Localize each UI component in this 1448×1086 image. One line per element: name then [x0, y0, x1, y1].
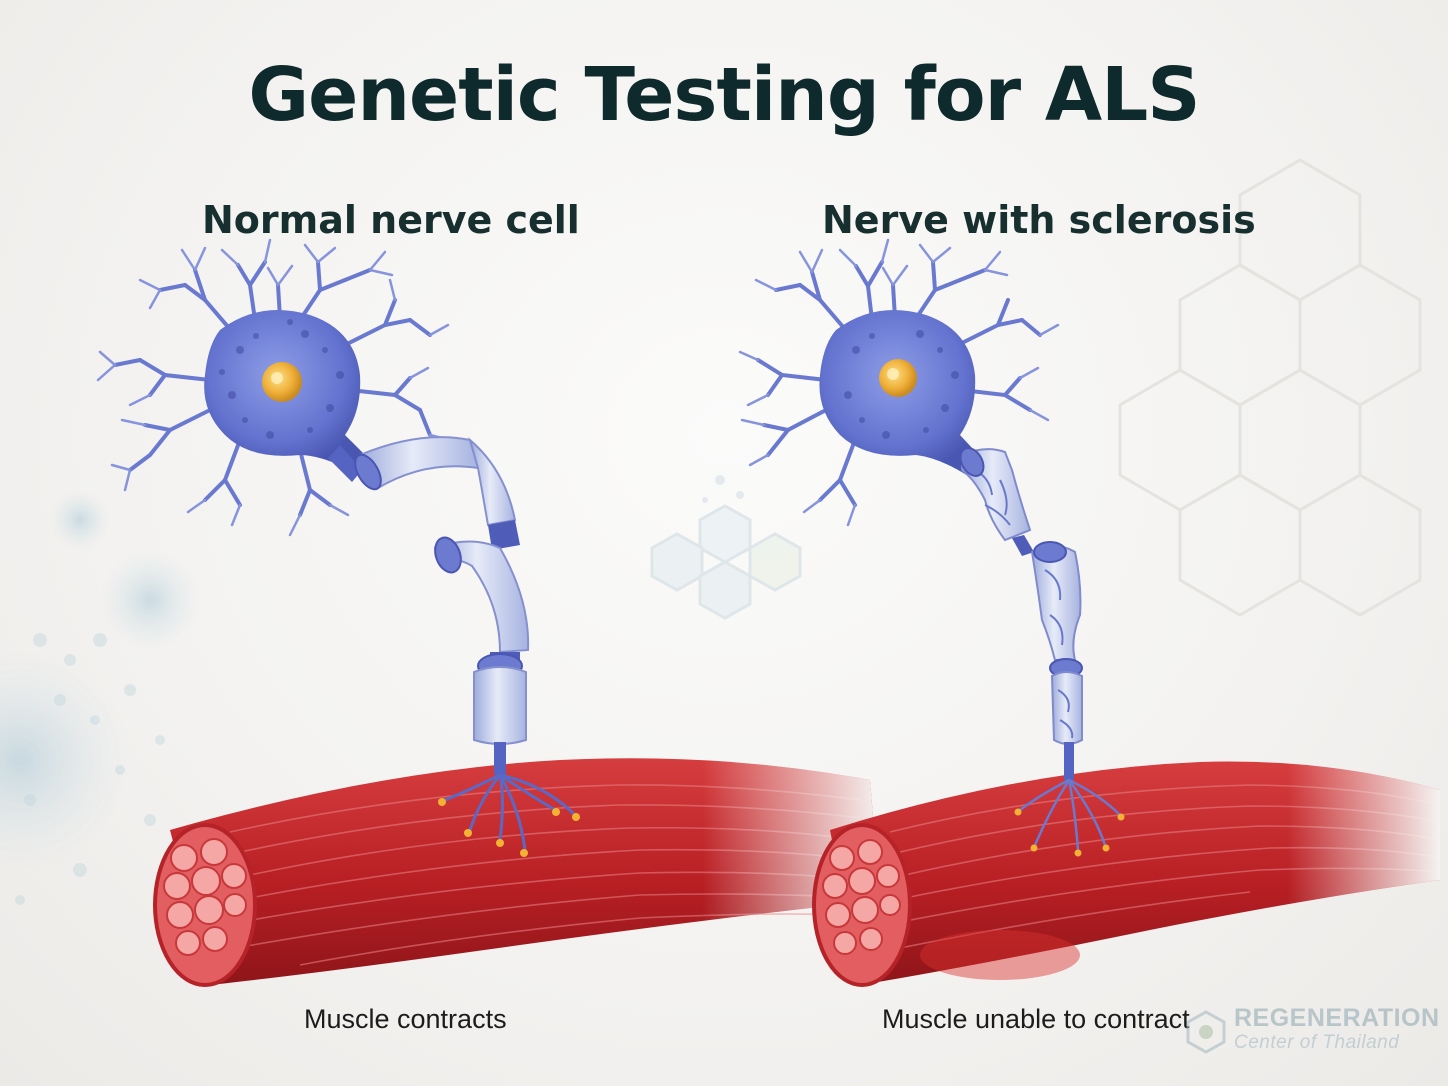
logo-sub-text: Center of Thailand — [1234, 1032, 1400, 1053]
left-panel-caption: Muscle contracts — [304, 1004, 507, 1034]
right-muscle-fiber-icon — [812, 761, 1441, 987]
logo-main-text: REGENERATION — [1234, 1004, 1440, 1032]
left-myelin-sheath-icon — [354, 436, 580, 857]
background-decor — [0, 158, 1422, 905]
right-panel-title: Nerve with sclerosis — [822, 198, 1256, 242]
logo: REGENERATION Center of Thailand — [1184, 1004, 1439, 1060]
left-muscle-fiber-icon — [153, 758, 880, 987]
page-title: Genetic Testing for ALS — [248, 52, 1200, 138]
logo-mark-icon — [1186, 1010, 1226, 1054]
left-neuron-cell-icon — [96, 238, 452, 537]
right-neuron-cell-icon — [738, 238, 1060, 527]
right-panel-caption: Muscle unable to contract — [882, 1004, 1190, 1034]
right-myelin-sheath-icon — [959, 447, 1125, 857]
left-panel-title: Normal nerve cell — [202, 198, 580, 242]
